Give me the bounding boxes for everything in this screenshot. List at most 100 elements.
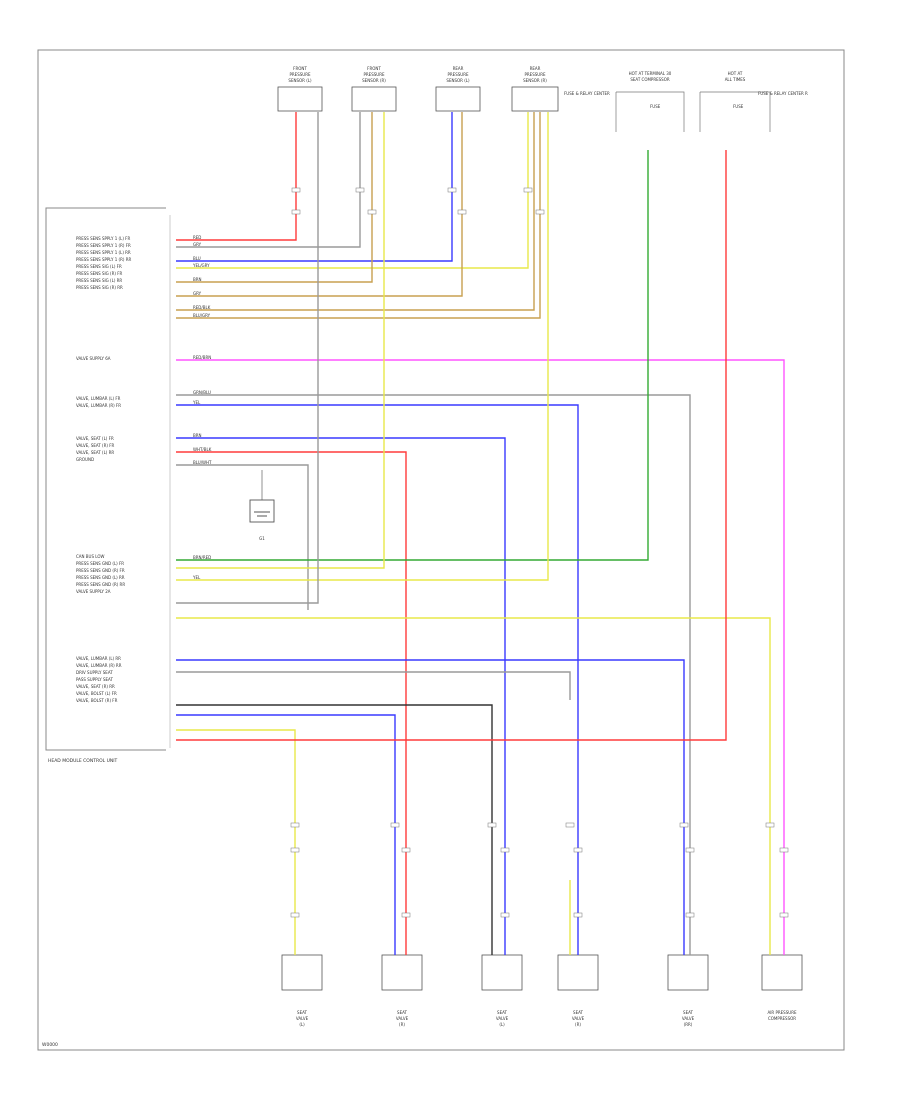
wire-tan — [176, 112, 373, 283]
unit-pin-label: PRESS SENS GND (R) RR — [76, 582, 125, 587]
page-code: W0000 — [42, 1042, 58, 1048]
unit-pin-label: PRESS SENS GND (R) FR — [76, 568, 125, 573]
unit-pin-label: VALVE, SEAT (L) FR — [76, 436, 114, 441]
wire-blue — [176, 437, 506, 955]
wire-gray — [176, 671, 571, 700]
component-label: (RR) — [684, 1022, 693, 1027]
box-label: SEAT COMPRESSOR — [630, 77, 670, 82]
component-label: (R) — [399, 1022, 405, 1027]
connector-mark — [390, 822, 400, 828]
wire-blue — [176, 112, 453, 262]
wire-tan — [176, 112, 535, 311]
unit-pin-label: DRIV SUPPLY SEAT — [76, 670, 113, 675]
wire-black — [176, 704, 493, 955]
connector-mark — [685, 912, 695, 918]
unit-pin-label: PRESS SENS GND (L) FR — [76, 561, 124, 566]
unit-pin-label: VALVE, BOLST (R) FR — [76, 698, 118, 703]
wire-yellow — [176, 729, 296, 955]
wire-green — [176, 150, 649, 561]
top-right-note-2: FUSE & RELAY CENTER R — [758, 91, 808, 96]
component-label: COMPRESSOR — [768, 1016, 796, 1021]
unit-pin-label: VALVE, LUMBAR (R) RR — [76, 663, 122, 668]
wire-yellow — [176, 112, 385, 569]
sensor-label: REAR — [530, 66, 541, 71]
wire-yellow — [176, 112, 549, 581]
component-label: (L) — [299, 1022, 305, 1027]
connector-mark — [290, 847, 300, 853]
component-label: VALVE — [296, 1016, 309, 1021]
unit-pin-labels: PRESS SENS SPPLY 1 (L) FR PRESS SENS SPPL… — [76, 236, 131, 703]
bottom-component-6: AIR PRESSURE COMPRESSOR — [761, 954, 803, 1021]
wire-code: RED/BRN — [193, 355, 211, 360]
sensor-label: FRONT — [293, 66, 307, 71]
wire-code: BRN/RED — [193, 555, 211, 560]
wire-code: GRY — [193, 242, 202, 247]
box-label: ALL TIMES — [725, 77, 746, 82]
sensor-label: SENSOR (R) — [523, 78, 547, 83]
unit-pin-label: PRESS SENS SPPLY 1 (L) FR — [76, 236, 130, 241]
wire-gray — [176, 112, 319, 604]
page-frame — [37, 49, 845, 1051]
unit-pin-label: CAN BUS LOW — [76, 554, 105, 559]
wire-code: BRN — [193, 277, 202, 282]
connector-mark — [401, 847, 411, 853]
unit-pin-label: PRESS SENS GND (L) RR — [76, 575, 125, 580]
bottom-component-5: SEAT VALVE (RR) — [667, 954, 709, 1027]
component-label: SEAT — [497, 1010, 507, 1015]
unit-pin-label: VALVE SUPPLY 2A — [76, 589, 111, 594]
wire-code: GRY — [193, 291, 202, 296]
component-label: SEAT — [683, 1010, 693, 1015]
top-right-box-2: HOT AT ALL TIMES FUSE — [699, 71, 771, 132]
component-label: VALVE — [496, 1016, 509, 1021]
wire-blue — [176, 714, 396, 955]
connector-mark — [457, 209, 467, 215]
component-label: SEAT — [297, 1010, 307, 1015]
unit-pin-label: VALVE, LUMBAR (R) FR — [76, 403, 121, 408]
wire-code: BRN — [193, 433, 202, 438]
connector-mark — [447, 187, 457, 193]
wire-blue — [176, 404, 579, 955]
connector-mark — [291, 209, 301, 215]
connector-mark — [573, 847, 583, 853]
wire-gray — [176, 112, 361, 248]
bottom-component-4: SEAT VALVE (R) — [557, 954, 599, 1027]
unit-pin-label: PRESS SENS SIG (L) RR — [76, 278, 122, 283]
sensor-label: FRONT — [367, 66, 381, 71]
connector-mark — [573, 912, 583, 918]
box-note: FUSE — [733, 104, 744, 109]
wire-code: RED/BLK — [193, 305, 211, 310]
wire-code: BLU — [193, 256, 201, 261]
bottom-component-1: SEAT VALVE (L) — [281, 954, 323, 1027]
wire-code-labels: REDGRYBLUYEL/GRYBRNGRYRED/BLKBLU/GRYRED/… — [192, 235, 212, 580]
sensor-label: SENSOR (R) — [362, 78, 386, 83]
unit-pin-label: PRESS SENS SPPLY 1 (R) FR — [76, 243, 131, 248]
top-sensor-2: FRONT PRESSURE SENSOR (R) — [351, 66, 397, 112]
sensor-label: PRESSURE — [447, 72, 469, 77]
wire-red — [176, 112, 297, 241]
ground-g1: G1 — [249, 470, 275, 541]
top-sensor-3: REAR PRESSURE SENSOR (L) — [435, 66, 481, 112]
connector-mark — [487, 822, 497, 828]
unit-pin-label: VALVE, BOLST (L) FR — [76, 691, 117, 696]
unit-pin-label: VALVE, SEAT (L) RR — [76, 450, 114, 455]
box-label: HOT AT — [728, 71, 743, 76]
connector-mark — [290, 822, 300, 828]
control-unit-box — [45, 207, 166, 751]
unit-pin-label: PRESS SENS SIG (R) FR — [76, 271, 123, 276]
unit-pin-label: PASS SUPPLY SEAT — [76, 677, 113, 682]
wire-code: YEL — [192, 400, 201, 405]
component-label: VALVE — [682, 1016, 695, 1021]
connector-mark — [685, 847, 695, 853]
component-label: (R) — [575, 1022, 581, 1027]
component-label: VALVE — [396, 1016, 409, 1021]
wire-yellow — [176, 112, 529, 269]
ground-id: G1 — [259, 536, 265, 541]
connector-mark — [290, 912, 300, 918]
top-sensor-4: REAR PRESSURE SENSOR (R) — [511, 66, 559, 112]
unit-pin-label: VALVE, SEAT (R) RR — [76, 684, 115, 689]
unit-pin-label: VALVE, SEAT (R) FR — [76, 443, 114, 448]
top-sensor-1: FRONT PRESSURE SENSOR (L) — [277, 66, 323, 112]
sensor-label: PRESSURE — [363, 72, 385, 77]
wires — [176, 112, 789, 955]
